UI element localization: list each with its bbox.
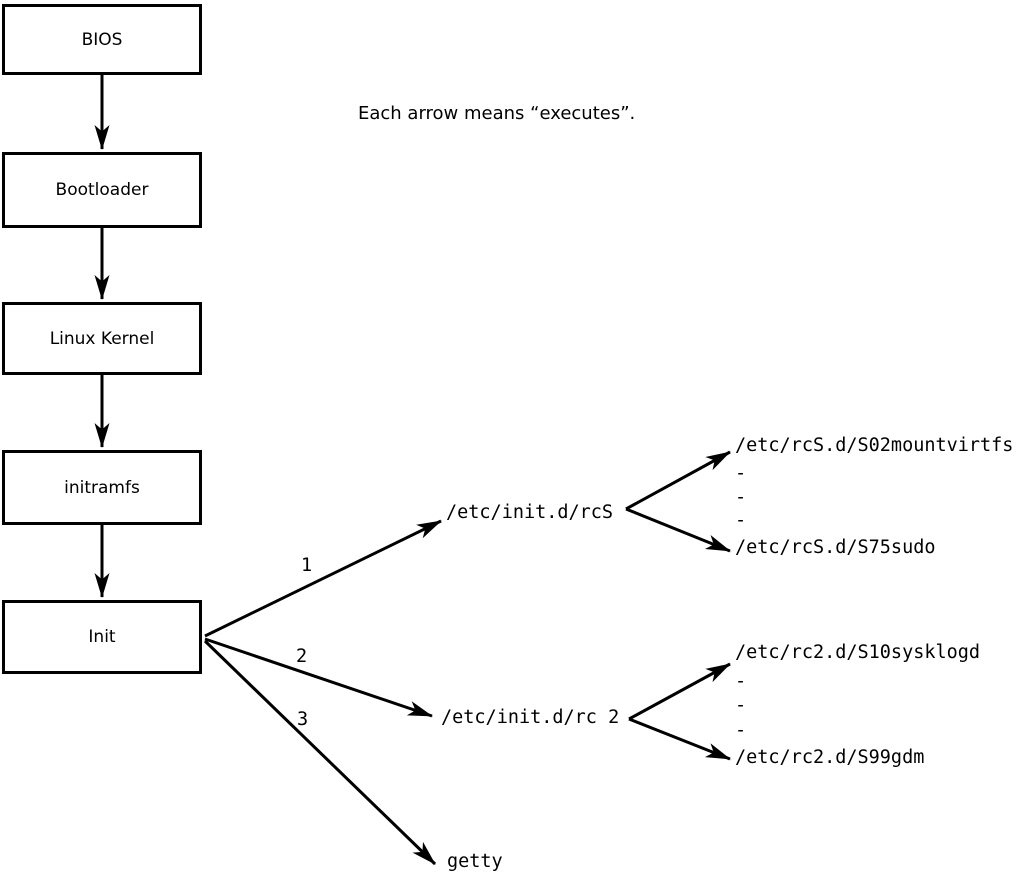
arrow-rcS-to-last-script [625,507,731,553]
arrow-rc2-to-last-script [628,717,731,761]
rc2-ellipsis-dash: - [735,695,747,716]
rc2-script-label: /etc/init.d/rc 2 [441,707,620,728]
arrow-init-to-rc2 [204,637,433,718]
rc2-child-last-label: /etc/rc2.d/S99gdm [735,747,925,768]
arrow-rc2-to-first-script [628,662,731,721]
getty-label: getty [447,851,503,872]
rcS-ellipsis-dash: - [735,463,747,484]
arrow-init-to-getty [203,639,437,866]
init-label: Init [88,627,116,647]
branch-number-2: 2 [296,646,308,667]
initramfs-box: initramfs [2,450,202,525]
linux-kernel-box: Linux Kernel [2,302,202,375]
rcS-child-first-label: /etc/rcS.d/S02mountvirtfs [735,435,1014,456]
init-box: Init [2,600,202,674]
rc2-ellipsis-dash: - [735,720,747,741]
rcS-script-label: /etc/init.d/rcS [446,502,614,523]
rcS-child-last-label: /etc/rcS.d/S75sudo [735,537,936,558]
rc2-child-first-label: /etc/rc2.d/S10sysklogd [735,642,981,663]
bios-box: BIOS [2,4,202,75]
rc2-ellipsis-dash: - [735,671,747,692]
bootloader-box: Bootloader [2,152,202,228]
arrow-init-to-rcS [204,519,442,638]
initramfs-label: initramfs [64,477,140,498]
bootloader-label: Bootloader [55,180,149,200]
caption: Each arrow means “executes”. [358,103,636,124]
arrow-rcS-to-first-script [625,450,731,511]
rcS-ellipsis-dash: - [735,487,747,508]
linux-kernel-label: Linux Kernel [49,328,155,349]
branch-number-1: 1 [301,555,313,576]
branch-number-3: 3 [297,709,309,730]
rcS-ellipsis-dash: - [735,510,747,531]
bios-label: BIOS [81,29,123,50]
